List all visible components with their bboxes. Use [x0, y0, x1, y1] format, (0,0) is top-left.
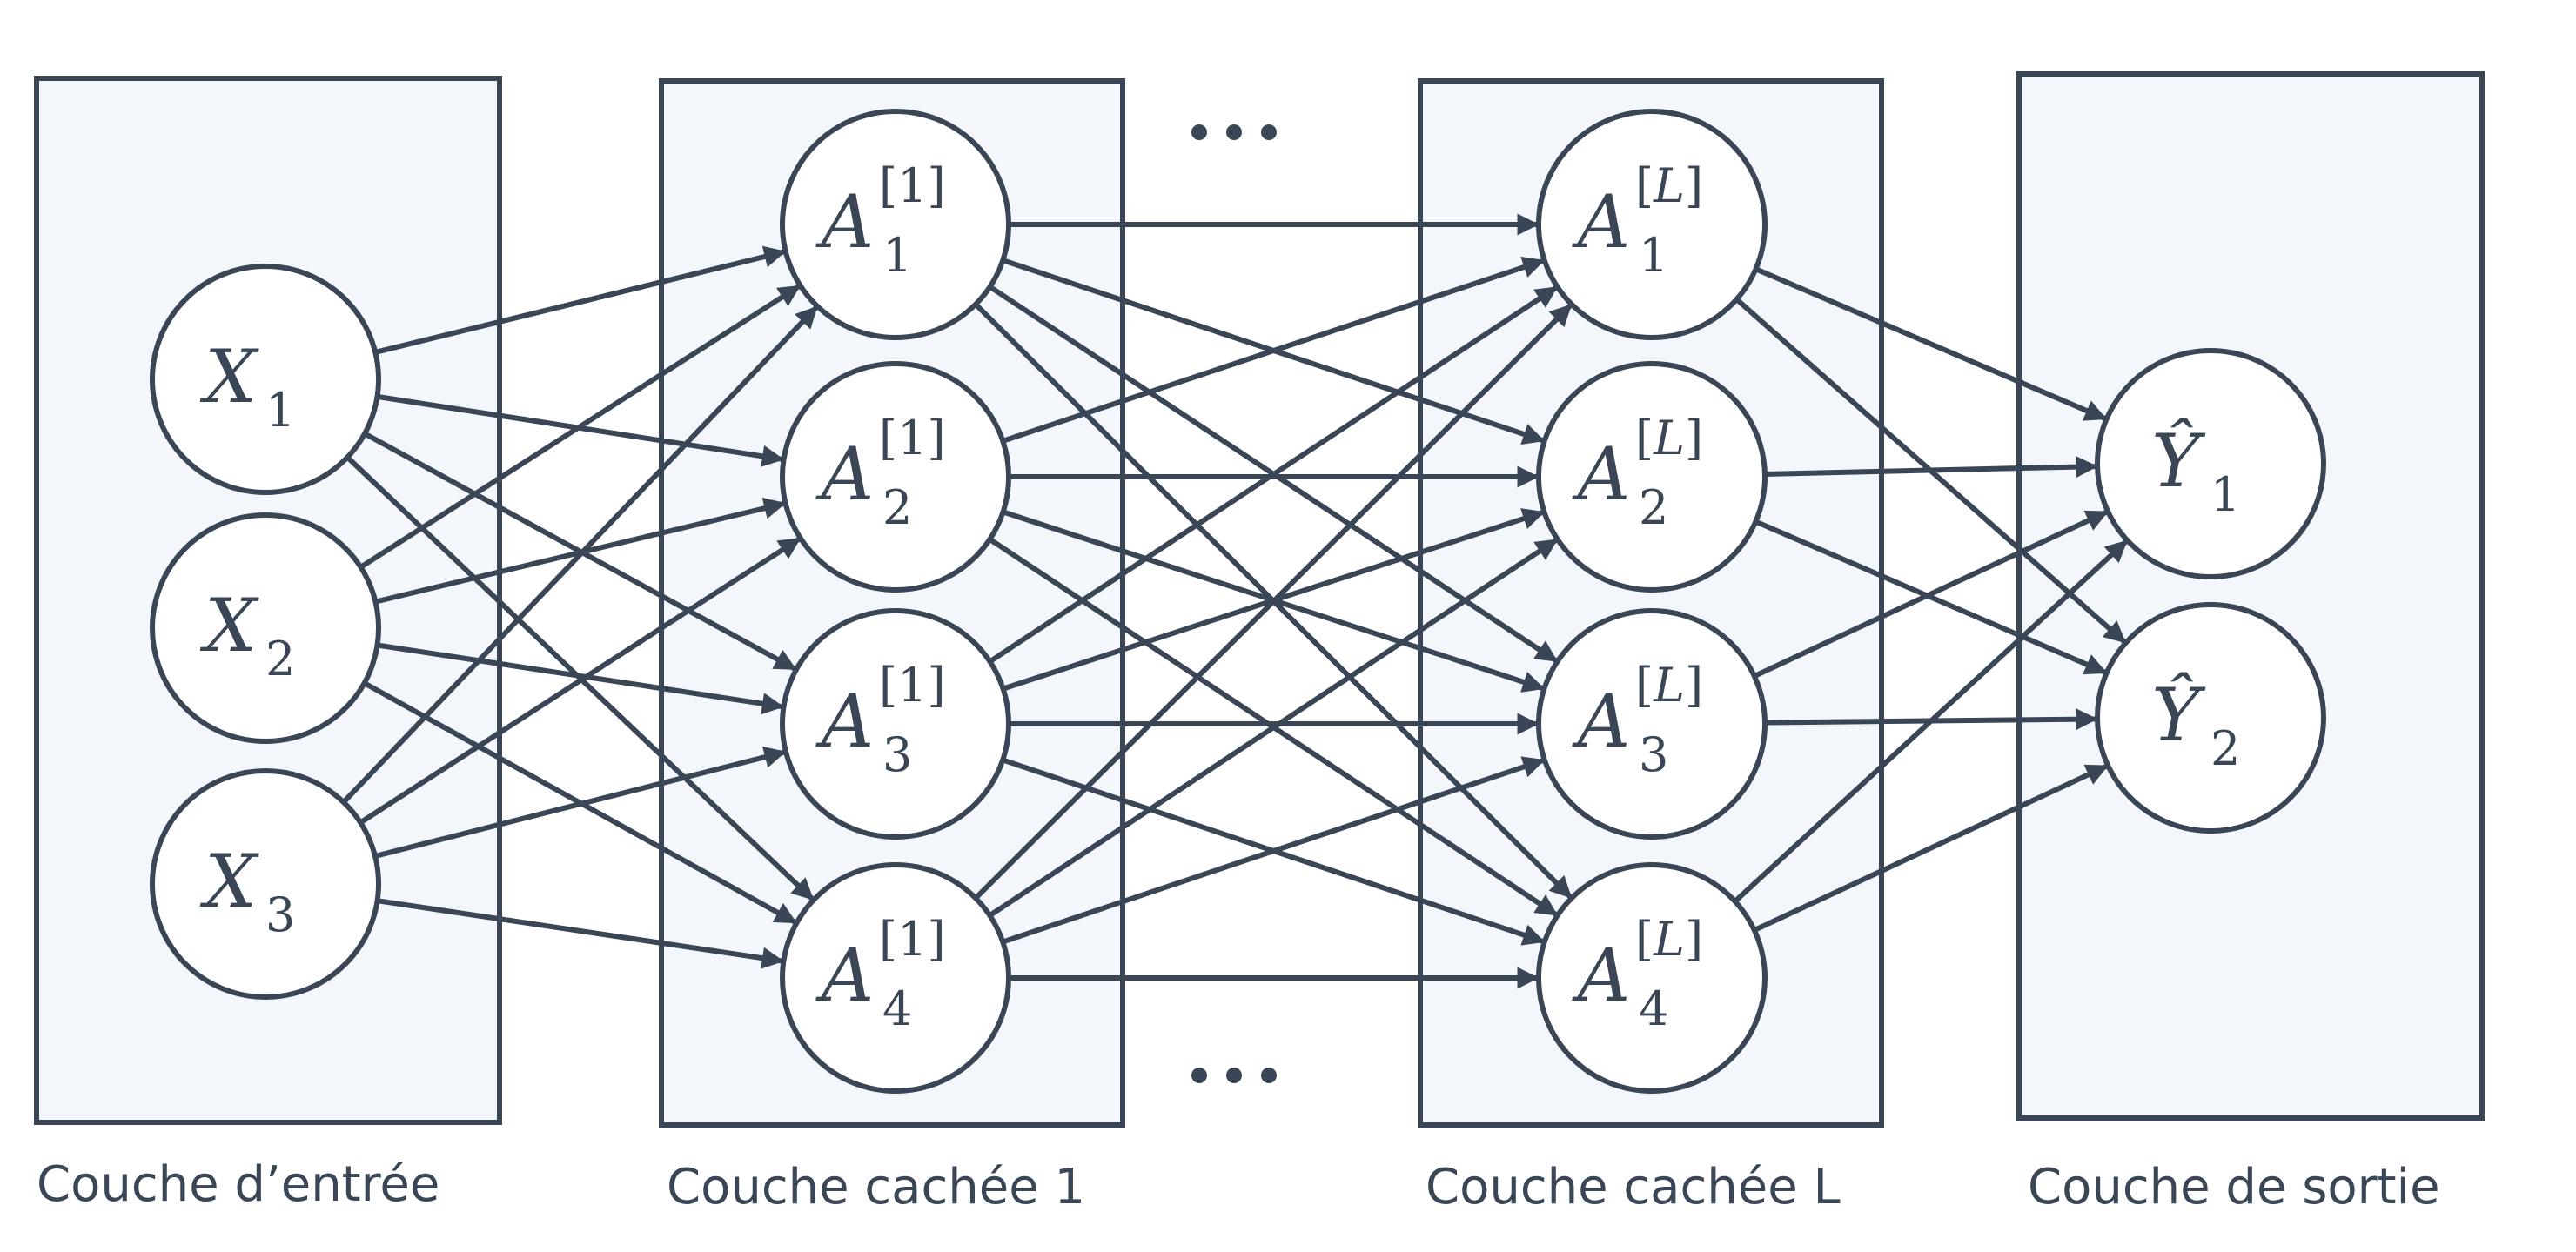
- node-circle: [150, 264, 381, 495]
- node-variable: A: [815, 933, 875, 1018]
- node-superscript: [1]: [879, 658, 946, 713]
- edge-hidden-1-4-to-hidden-L-1: [973, 304, 1573, 901]
- node-superscript: [1]: [879, 411, 946, 465]
- node-circle: [1536, 862, 1768, 1094]
- output-layer-label: Couche de sortie: [2028, 1159, 2440, 1215]
- edge-input-3-to-hidden-1-4: [377, 898, 784, 969]
- edges-group: [341, 213, 2128, 989]
- node-circle: [780, 862, 1011, 1094]
- node-superscript: [L]: [1635, 411, 1703, 465]
- node-circle: [780, 361, 1011, 593]
- hidden-layer-L-label: Couche cachée L: [1426, 1159, 1841, 1215]
- node-subscript: 4: [882, 981, 912, 1036]
- node-superscript: [1]: [879, 158, 946, 213]
- node-superscript: [L]: [1635, 158, 1703, 213]
- node-variable: X: [199, 583, 259, 668]
- input-layer-label: Couche d’entrée: [37, 1156, 439, 1213]
- node-variable: Ŷ: [2151, 672, 2206, 758]
- edge-hidden-1-3-to-hidden-L-1: [988, 285, 1558, 664]
- ellipsis-top: [1191, 124, 1277, 140]
- node-variable: A: [1572, 432, 1631, 517]
- edge-input-2-to-hidden-1-1: [359, 284, 801, 570]
- edge-hidden-1-4-to-hidden-L-2: [988, 538, 1559, 918]
- edge-input-3-to-hidden-1-3: [374, 746, 787, 859]
- edge-hidden-L-2-to-output-1: [1764, 456, 2098, 479]
- node-superscript: [L]: [1635, 912, 1703, 967]
- node-circle: [150, 512, 381, 744]
- edge-hidden-L-4-to-output-2: [1753, 764, 2109, 933]
- edge-hidden-1-2-to-hidden-L-1: [1002, 257, 1546, 444]
- node-subscript: 1: [882, 228, 912, 283]
- node-subscript: 3: [265, 887, 295, 942]
- node-subscript: 2: [265, 632, 295, 686]
- node-circle: [1536, 608, 1768, 840]
- node-circle: [2095, 602, 2326, 834]
- edge-input-1-to-hidden-1-1: [374, 245, 787, 355]
- node-variable: A: [1572, 933, 1631, 1018]
- hidden-layer-1-label: Couche cachée 1: [667, 1159, 1085, 1215]
- node-subscript: 3: [882, 727, 912, 782]
- node-subscript: 2: [882, 480, 912, 535]
- edge-hidden-1-4-to-hidden-L-3: [1002, 756, 1546, 945]
- node-variable: X: [199, 334, 259, 419]
- node-circle: [2095, 348, 2326, 579]
- node-variable: A: [815, 432, 875, 517]
- node-variable: A: [1572, 179, 1631, 264]
- node-circle: [780, 109, 1011, 340]
- node-variable: Ŷ: [2151, 418, 2206, 504]
- node-superscript: [1]: [879, 912, 946, 967]
- node-subscript: 1: [265, 383, 295, 438]
- node-circle: [1536, 361, 1768, 593]
- node-subscript: 4: [1639, 981, 1668, 1036]
- node-subscript: 2: [2210, 721, 2240, 776]
- node-subscript: 1: [2210, 467, 2240, 522]
- node-variable: A: [815, 179, 875, 264]
- node-subscript: 2: [1639, 480, 1668, 535]
- edge-input-3-to-hidden-1-1: [341, 305, 818, 805]
- node-circle: [1536, 109, 1768, 340]
- node-variable: A: [815, 679, 875, 764]
- edge-input-2-to-hidden-1-3: [377, 642, 784, 715]
- edge-hidden-L-1-to-output-1: [1754, 266, 2107, 421]
- node-circle: [150, 768, 381, 1000]
- node-variable: A: [1572, 679, 1631, 764]
- edge-input-3-to-hidden-1-2: [359, 537, 802, 825]
- output-layer-box: [2016, 71, 2485, 1121]
- node-superscript: [L]: [1635, 658, 1703, 713]
- node-subscript: 3: [1639, 727, 1668, 782]
- ellipsis-bottom: [1191, 1068, 1277, 1083]
- edge-hidden-L-4-to-output-1: [1733, 539, 2128, 904]
- edge-hidden-L-3-to-output-1: [1753, 510, 2109, 679]
- node-subscript: 1: [1639, 228, 1668, 283]
- node-variable: X: [199, 839, 259, 924]
- node-circle: [780, 608, 1011, 840]
